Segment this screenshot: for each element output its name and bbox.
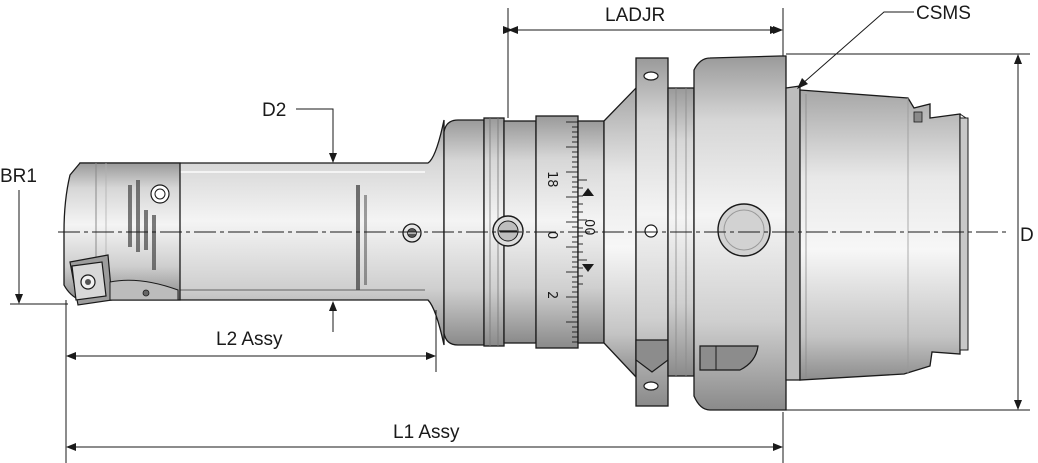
cutting-head [63,162,181,306]
label-l1-assy: L1 Assy [393,422,460,443]
hsk-shank [785,85,969,381]
drive-slot [635,339,669,373]
dial-number-0: 0 [544,231,559,239]
dial-number-18: 18 [544,171,559,188]
dimension-csms [797,11,914,89]
label-br1: BR1 [0,166,37,187]
orientation-notch-icon [643,381,659,391]
minus-direction-arrow-icon [582,264,594,272]
coolant-screw-icon [402,223,422,243]
dial-tick-marks [566,121,578,343]
shank-engraving [356,185,367,290]
dimension-d2 [296,108,337,332]
label-d: D [1020,225,1034,246]
dimension-l2-assy [65,300,437,463]
adjusting-screw-icon [492,215,524,247]
access-hole-icon [717,203,771,257]
label-csms: CSMS [916,3,971,24]
orientation-notch-icon [643,71,659,81]
collar [693,55,787,411]
dimension-ladjr [503,8,784,118]
dimension-d [786,53,1030,411]
brand-logo [150,184,170,204]
dimension-br1 [10,190,68,305]
orientation-hole-icon [644,224,658,238]
plus-direction-arrow-icon [582,188,594,196]
dimension-annotations [10,8,1030,463]
dimension-l1-assy [66,412,784,463]
label-d2: D2 [262,100,286,121]
label-ladjr: LADJR [605,5,665,26]
tool-body: 18 0 2 00 [63,55,969,411]
label-l2-assy: L2 Assy [216,329,283,350]
dial-number-2: 2 [544,291,559,299]
vernier-zero-label: 00 [581,219,596,236]
engraved-markings [128,180,156,270]
adjustment-body [443,117,537,347]
key-slot [699,345,759,371]
